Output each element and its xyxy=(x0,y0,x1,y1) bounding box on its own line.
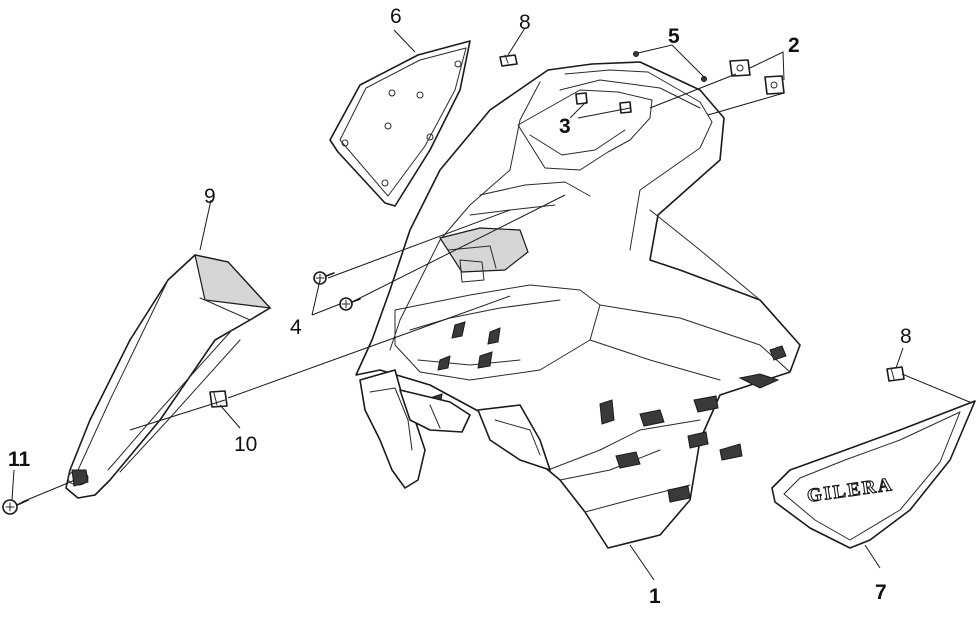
part-2-clip-upper xyxy=(729,59,751,77)
callout-5: 5 xyxy=(668,25,680,48)
callout-9: 9 xyxy=(204,185,216,208)
part-8-clip-upper xyxy=(499,54,518,67)
callout-6: 6 xyxy=(390,5,402,28)
part-1-front-shield xyxy=(355,61,801,549)
leader-lines xyxy=(11,27,973,581)
callout-7: 7 xyxy=(875,581,887,604)
callout-11: 11 xyxy=(8,448,31,471)
callout-1: 1 xyxy=(649,585,661,608)
part-7-gilera-side-panel: GILERA xyxy=(771,400,976,549)
part-3-nuts xyxy=(575,92,632,114)
part-11-screw xyxy=(2,499,29,515)
part-8-clip-lower xyxy=(886,366,905,382)
callout-10: 10 xyxy=(234,433,257,456)
callout-8-upper: 8 xyxy=(519,11,531,34)
callout-3: 3 xyxy=(559,115,571,138)
part-10-clip xyxy=(209,390,228,408)
callout-8-lower: 8 xyxy=(900,325,912,348)
callout-2: 2 xyxy=(788,34,800,57)
part-9-front-side-strip xyxy=(65,254,272,499)
callout-4: 4 xyxy=(290,316,302,339)
part-6-upper-side-panel xyxy=(329,40,471,207)
part-4-screws xyxy=(313,271,361,311)
part-2-clip-lower xyxy=(764,75,785,95)
callout-labels: 1 2 3 4 5 6 7 8 8 9 10 11 xyxy=(8,5,912,608)
